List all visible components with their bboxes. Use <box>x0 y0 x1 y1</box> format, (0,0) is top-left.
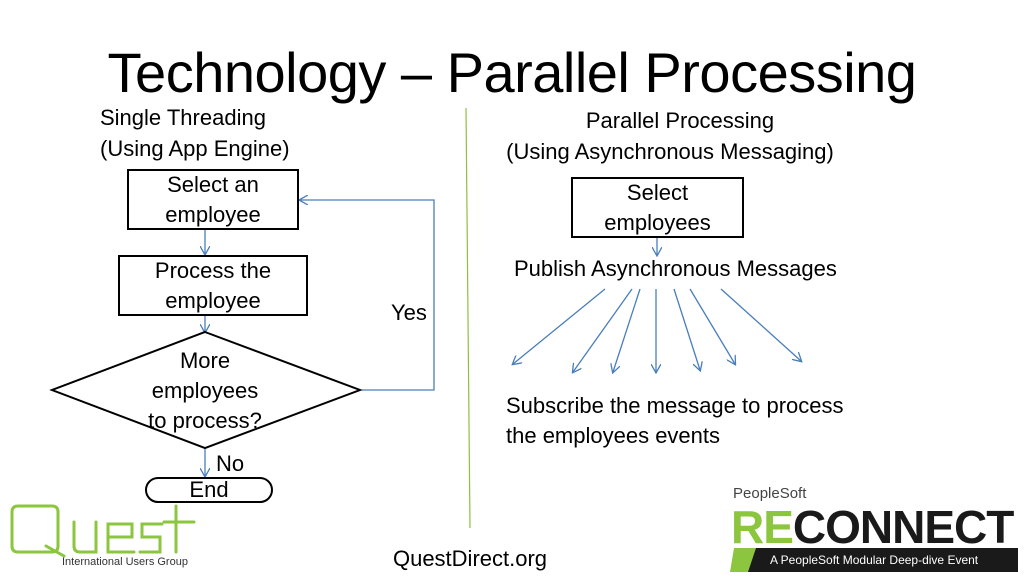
no-label: No <box>216 451 245 476</box>
reconnect-logo: RECONNECT <box>731 501 1014 553</box>
arrow-yes-loop <box>300 200 435 391</box>
message-arrow-7 <box>720 288 801 361</box>
section-divider <box>465 107 471 529</box>
quest-logo-mark <box>10 504 196 558</box>
reconnect-tagline-accent <box>730 548 756 572</box>
left-heading-line2: (Using App Engine) <box>100 136 290 161</box>
step-select-employees: Select employees <box>571 177 744 238</box>
decision-diamond <box>49 330 363 450</box>
right-heading-line2: (Using Asynchronous Messaging) <box>506 139 834 164</box>
step-process-employee-line1: Process the <box>154 257 272 283</box>
reconnect-logo-re: RE <box>731 501 794 553</box>
message-arrow-5 <box>673 288 700 370</box>
reconnect-tagline-banner <box>738 548 1018 572</box>
message-arrow-6 <box>689 288 735 364</box>
end-label: End <box>189 477 229 502</box>
step-select-employee: Select an employee <box>127 169 299 230</box>
decision-text-line1: More <box>179 348 231 373</box>
yes-label: Yes <box>391 300 427 325</box>
left-heading-line1: Single Threading <box>100 105 266 130</box>
step-select-employee-line2: employee <box>165 201 261 227</box>
decision-text-line2: employees <box>151 378 259 403</box>
step-select-employees-line1: Select <box>626 179 689 205</box>
quest-logo-subtitle: International Users Group <box>62 556 188 568</box>
end-terminator: End <box>145 477 273 503</box>
right-heading-line1: Parallel Processing <box>585 108 775 133</box>
subscribe-line2: the employees events <box>506 423 721 448</box>
step-process-employee: Process the employee <box>118 255 308 316</box>
subscribe-line1: Subscribe the message to process <box>506 393 844 418</box>
message-arrow-2 <box>573 288 633 372</box>
step-select-employee-line1: Select an <box>167 171 259 197</box>
step-process-employee-line2: employee <box>165 287 261 313</box>
slide-title: Technology – Parallel Processing <box>107 41 917 104</box>
decision-text: More employees to process? <box>110 346 300 436</box>
step-select-employees-line2: employees <box>604 209 711 235</box>
message-arrow-1 <box>513 288 606 364</box>
footer-url: QuestDirect.org <box>392 546 548 571</box>
reconnect-logo-rest: CONNECT <box>792 501 1014 553</box>
message-arrow-3 <box>613 288 641 372</box>
publish-messages-label: Publish Asynchronous Messages <box>514 256 837 281</box>
peoplesoft-label: PeopleSoft <box>733 485 807 502</box>
decision-text-line3: to process? <box>148 408 262 433</box>
reconnect-tagline: A PeopleSoft Modular Deep-dive Event <box>770 553 979 567</box>
